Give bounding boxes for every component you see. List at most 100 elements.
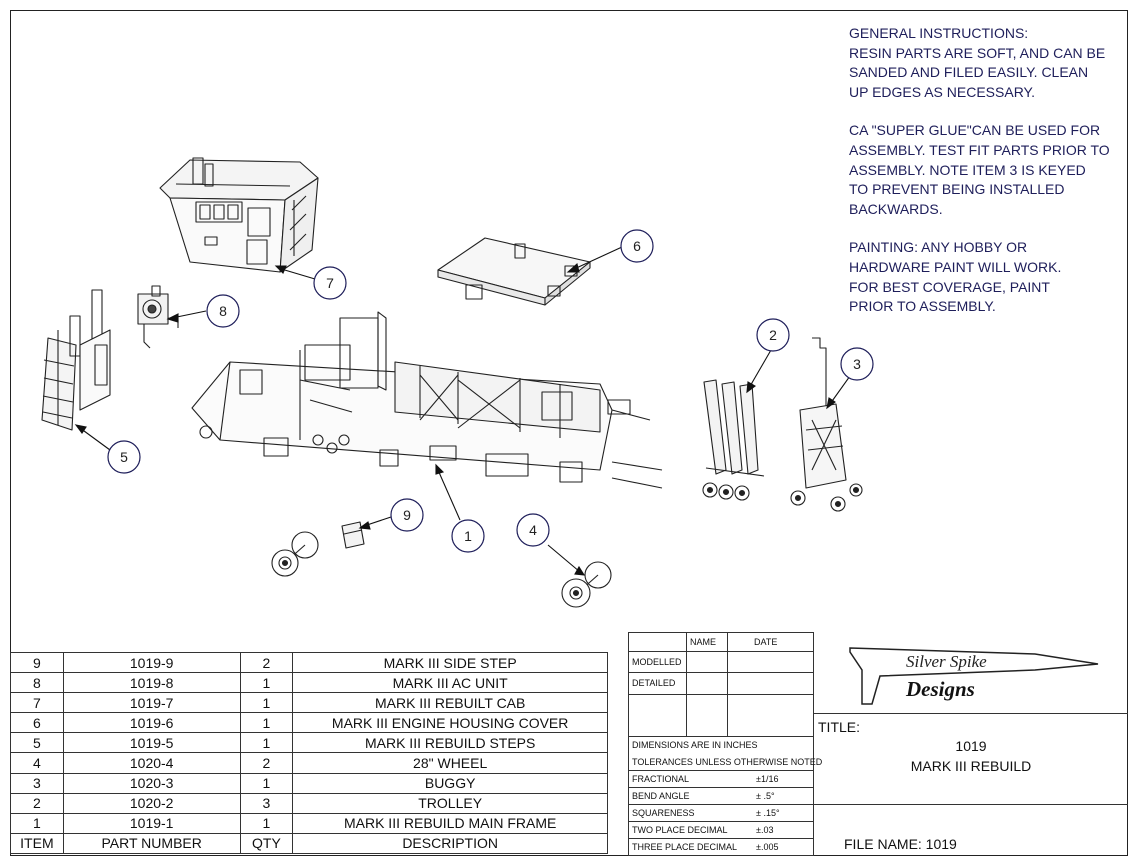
callout-label-2: 2	[769, 327, 777, 343]
bom-qty-cell: 1	[239, 732, 294, 754]
bom-description-cell: BUGGY	[292, 772, 608, 794]
bom-part-number-cell: 1019-9	[62, 651, 241, 674]
tb-tolerance-label: FRACTIONAL	[632, 774, 690, 784]
bom-part-number-cell: 1019-1	[62, 812, 241, 834]
instructions-line: CA "SUPER GLUE"CAN BE USED FOR	[849, 122, 1101, 139]
bom-item-cell: 4	[10, 752, 64, 774]
instructions-line: PAINTING: ANY HOBBY OR	[849, 239, 1028, 256]
title-number: 1019	[955, 738, 987, 754]
instructions-line: RESIN PARTS ARE SOFT, AND CAN BE	[849, 44, 1106, 61]
callout-bubble-3	[840, 347, 874, 381]
part-cab	[159, 157, 319, 273]
bom-description-cell: MARK III REBUILT CAB	[292, 692, 608, 714]
bom-item-cell: 2	[10, 792, 64, 814]
part-wheel-right	[561, 561, 612, 608]
bom-item-cell: 3	[10, 772, 64, 794]
bom-qty-cell: 1	[239, 772, 294, 794]
bom-header-part-number: PART NUMBER	[62, 832, 241, 854]
callout-bubble-9	[390, 498, 424, 532]
tb-tolerance-value: ±.005	[756, 842, 779, 852]
bom-item-cell: 6	[10, 712, 64, 734]
bom-qty-cell: 3	[239, 792, 294, 814]
title-name: MARK III REBUILD	[910, 758, 1032, 774]
part-trolleys	[702, 379, 765, 501]
part-ac-unit	[137, 285, 179, 349]
callout-label-4: 4	[529, 522, 537, 538]
tb-tolerance-value: ±.03	[756, 825, 774, 835]
bom-item-cell: 8	[10, 672, 64, 694]
callout-bubble-6	[620, 229, 654, 263]
callout-bubble-8	[206, 294, 240, 328]
logo-line-2: Designs	[905, 677, 975, 701]
callout-bubble-1	[451, 519, 485, 553]
callout-label-5: 5	[120, 449, 128, 465]
logo-line-1: Silver Spike	[906, 652, 987, 671]
callout-bubble-5	[107, 440, 141, 474]
instructions-line: ASSEMBLY. NOTE ITEM 3 IS KEYED	[849, 161, 1086, 178]
bom-description-cell: TROLLEY	[292, 792, 608, 814]
callout-label-8: 8	[219, 303, 227, 319]
bom-part-number-cell: 1019-6	[62, 712, 241, 734]
tb-tolerance-value: ± .15°	[756, 808, 780, 818]
bom-header-description: DESCRIPTION	[292, 832, 608, 854]
bom-description-cell: MARK III REBUILD MAIN FRAME	[292, 812, 608, 834]
bom-item-cell: 7	[10, 692, 64, 714]
bom-description-cell: 28" WHEEL	[292, 752, 608, 774]
tb-detailed-label: DETAILED	[632, 678, 676, 688]
bom-qty-cell: 1	[239, 812, 294, 834]
bom-qty-cell: 2	[239, 752, 294, 774]
instructions-line: SANDED AND FILED EASILY. CLEAN	[849, 64, 1089, 81]
instructions-line: PRIOR TO ASSEMBLY.	[849, 298, 996, 315]
instructions-line: ASSEMBLY. TEST FIT PARTS PRIOR TO	[849, 141, 1110, 158]
tb-tolerance-label: TWO PLACE DECIMAL	[632, 825, 728, 835]
instructions-heading: GENERAL INSTRUCTIONS:	[849, 25, 1029, 41]
part-main-frame	[191, 311, 663, 489]
tb-tolerance-label: BEND ANGLE	[632, 791, 690, 801]
tb-tolerance-value: ±1/16	[756, 774, 779, 784]
tb-modelled-label: MODELLED	[632, 657, 682, 667]
bom-description-cell: MARK III ENGINE HOUSING COVER	[292, 712, 608, 734]
bom-header-qty: QTY	[239, 832, 294, 854]
part-buggy	[790, 337, 863, 512]
instructions-paragraph-glue: CA "SUPER GLUE"CAN BE USED FOR ASSEMBLY.…	[849, 121, 1124, 219]
tb-dimensions-note: DIMENSIONS ARE IN INCHES	[632, 740, 758, 750]
instructions-line: FOR BEST COVERAGE, PAINT	[849, 278, 1050, 295]
callout-bubble-2	[756, 318, 790, 352]
bom-header-item: ITEM	[10, 832, 64, 854]
callout-label-6: 6	[633, 238, 641, 254]
title-label: TITLE:	[818, 719, 861, 735]
tb-date-header: DATE	[754, 637, 778, 647]
drawing-sheet-border	[10, 10, 1128, 856]
callout-bubble-4	[516, 513, 550, 547]
bom-item-cell: 9	[10, 651, 64, 674]
callout-label-7: 7	[326, 275, 334, 291]
bom-part-number-cell: 1019-7	[62, 692, 241, 714]
instructions-paragraph-painting: PAINTING: ANY HOBBY OR HARDWARE PAINT WI…	[849, 238, 1124, 316]
instructions-paragraph-resin: RESIN PARTS ARE SOFT, AND CAN BE SANDED …	[849, 44, 1124, 103]
callout-label-1: 1	[464, 528, 472, 544]
bom-qty-cell: 1	[239, 692, 294, 714]
bom-part-number-cell: 1020-4	[62, 752, 241, 774]
instructions-line: UP EDGES AS NECESSARY.	[849, 83, 1035, 100]
bom-qty-cell: 2	[239, 651, 294, 674]
bom-part-number-cell: 1020-3	[62, 772, 241, 794]
instructions-line: BACKWARDS.	[849, 200, 943, 217]
part-wheel-left	[271, 531, 319, 577]
callout-label-9: 9	[403, 507, 411, 523]
callout-bubble-7	[313, 266, 347, 300]
part-rebuild-steps	[41, 289, 111, 431]
bom-description-cell: MARK III SIDE STEP	[292, 651, 608, 674]
tb-tolerance-label: SQUARENESS	[632, 808, 695, 818]
tb-tolerances-note: TOLERANCES UNLESS OTHERWISE NOTED	[632, 757, 823, 767]
